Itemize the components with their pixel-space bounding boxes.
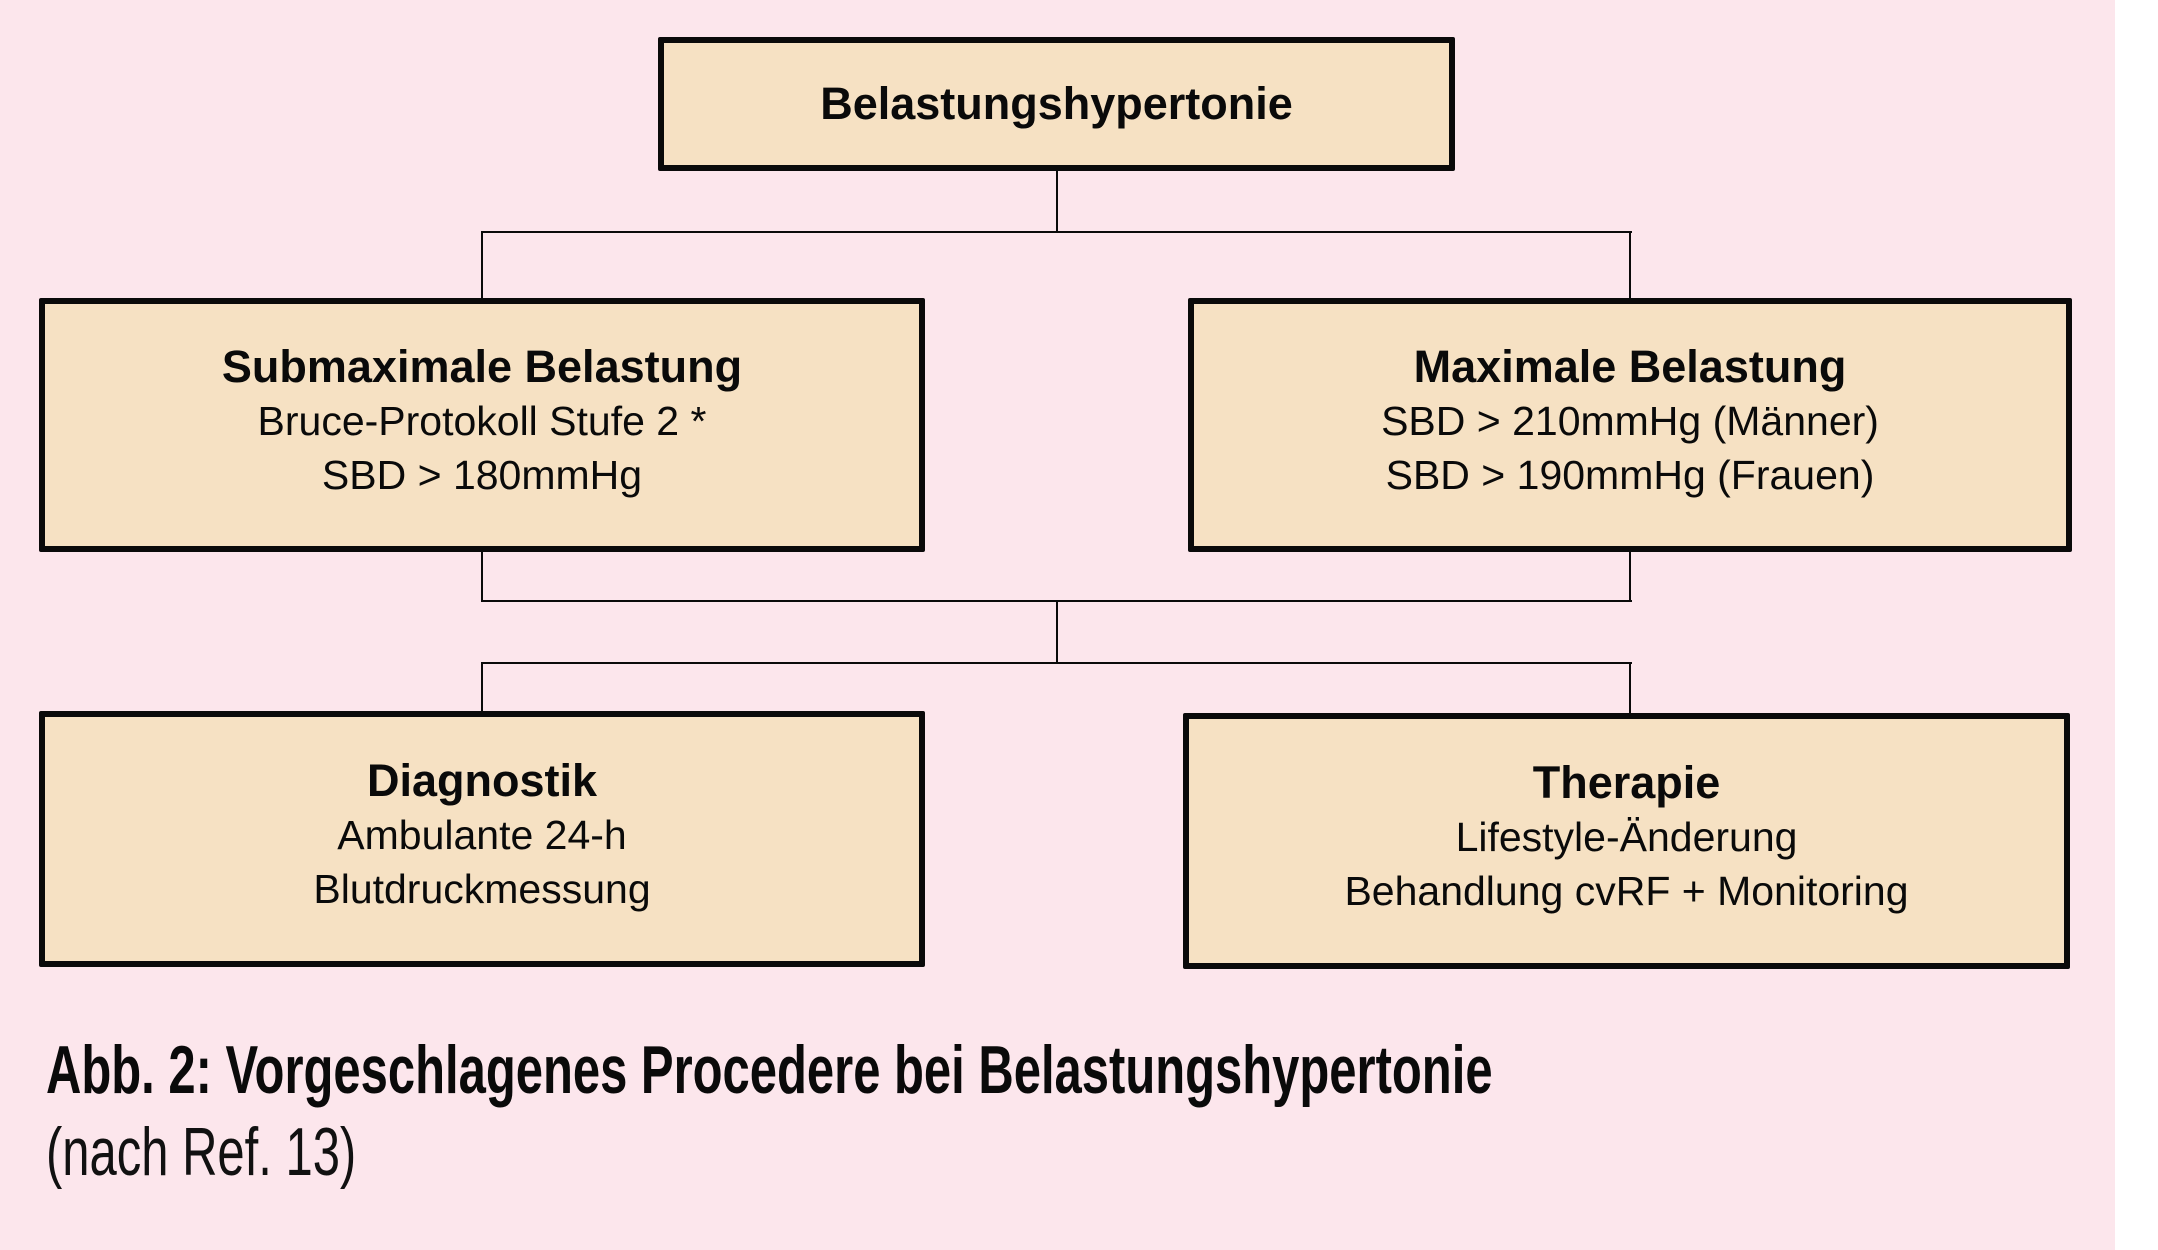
node-line: SBD > 210mmHg (Männer) — [1381, 398, 1879, 444]
figure-caption-title: Abb. 2: Vorgeschlagenes Procedere bei Be… — [46, 1032, 1493, 1108]
node-line: SBD > 180mmHg — [321, 452, 643, 498]
connector-to-therapie — [1629, 662, 1631, 714]
node-line: Behandlung cvRF + Monitoring — [1344, 868, 1909, 914]
node-therapie: Therapie Lifestyle-Änderung Behandlung c… — [1183, 713, 2070, 969]
node-line: Ambulante 24-h — [337, 812, 627, 858]
connector-to-maximal — [1629, 231, 1631, 299]
node-title: Submaximale Belastung — [221, 341, 743, 392]
node-title: Maximale Belastung — [1413, 341, 1847, 392]
node-line: SBD > 190mmHg (Frauen) — [1385, 452, 1875, 498]
figure-caption-source: (nach Ref. 13) — [46, 1114, 357, 1190]
connector-split-top — [481, 231, 1632, 233]
node-title: Therapie — [1532, 757, 1721, 808]
node-line: Bruce-Protokoll Stufe 2 * — [257, 398, 707, 444]
connector-from-submaximal — [481, 551, 483, 602]
connector-root-down — [1056, 170, 1058, 232]
node-belastungshypertonie: Belastungshypertonie — [658, 37, 1455, 171]
node-title: Belastungshypertonie — [820, 78, 1293, 129]
connector-from-maximal — [1629, 551, 1631, 602]
node-title: Diagnostik — [366, 755, 598, 806]
connector-split-bottom — [481, 662, 1632, 664]
node-diagnostik: Diagnostik Ambulante 24-h Blutdruckmessu… — [39, 711, 925, 967]
connector-center-down — [1056, 600, 1058, 663]
node-submaximale-belastung: Submaximale Belastung Bruce-Protokoll St… — [39, 298, 925, 552]
connector-to-submaximal — [481, 231, 483, 299]
connector-to-diagnostik — [481, 662, 483, 712]
node-line: Lifestyle-Änderung — [1455, 814, 1798, 860]
node-maximale-belastung: Maximale Belastung SBD > 210mmHg (Männer… — [1188, 298, 2072, 552]
node-line: Blutdruckmessung — [313, 866, 651, 912]
